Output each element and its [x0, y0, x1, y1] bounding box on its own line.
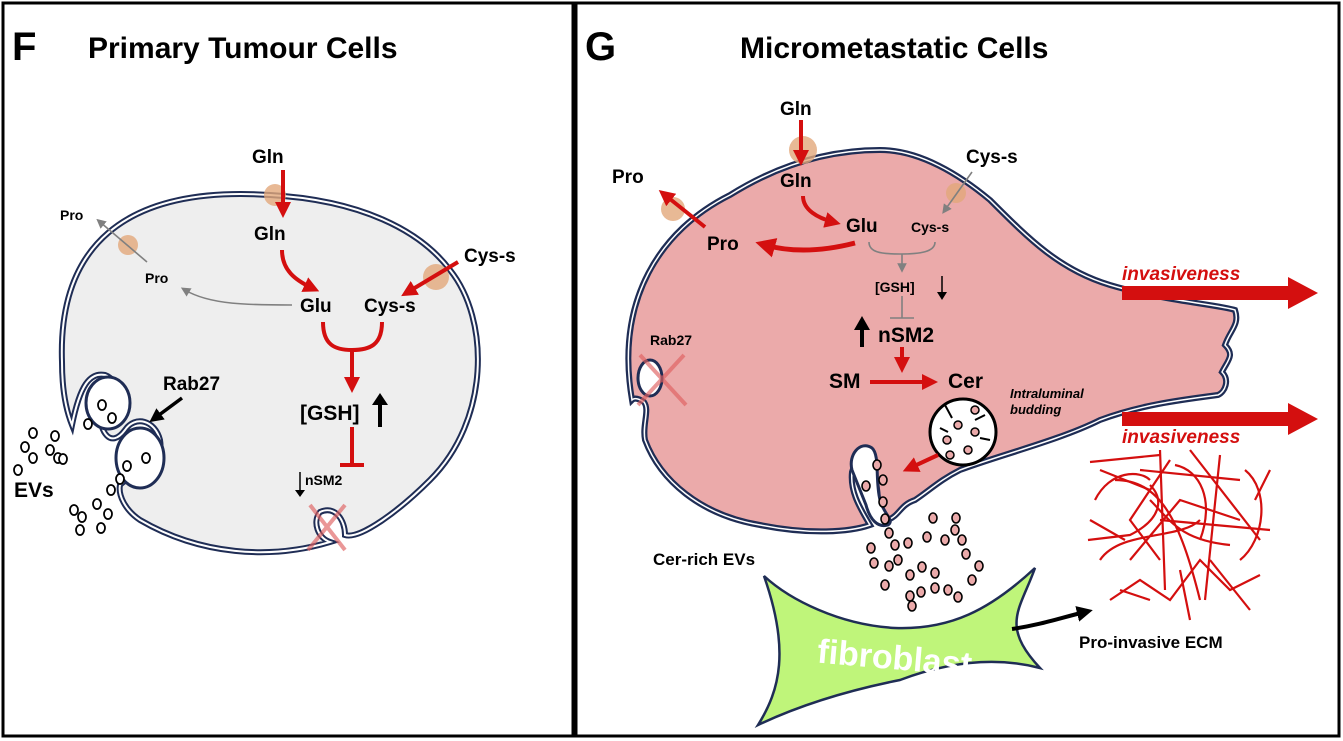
- panel-g: G Micrometastatic Cells Gln Gln Glu Cys-…: [585, 25, 1318, 728]
- f-glu-to-pro-arrow: [180, 287, 293, 306]
- g-mvb-to-pocket-arrow: [902, 453, 939, 472]
- f-rab27-arrow: [149, 396, 184, 423]
- f-pro-out: Pro: [60, 207, 83, 223]
- g-cys-out: Cys-s: [966, 147, 1018, 168]
- invasiveness-arrow-top: [1122, 277, 1318, 309]
- g-nsm2: nSM2: [878, 324, 934, 347]
- panel-f: F Primary Tumour Cells Gln Gln Glu Cys-s…: [12, 25, 516, 556]
- g-sm: SM: [829, 370, 861, 393]
- f-gsh: [GSH]: [300, 402, 360, 425]
- panel-g-letter: G: [585, 25, 616, 69]
- g-intraluminal: Intraluminal: [1010, 386, 1084, 401]
- g-cer-rich-evs: Cer-rich EVs: [653, 550, 755, 569]
- f-gln-to-glu-arrow: [280, 249, 320, 292]
- f-pro-in: Pro: [145, 270, 168, 286]
- f-gsh-up-arrow-icon: [372, 393, 388, 427]
- panel-f-title: Primary Tumour Cells: [88, 32, 398, 65]
- f-ev-particles: [13, 399, 151, 536]
- g-rab27-blocked-icon: [636, 353, 688, 407]
- g-ecm: Pro-invasive ECM: [1079, 633, 1223, 652]
- multivesicular-body-icon: [928, 397, 998, 467]
- g-glu: Glu: [846, 216, 878, 237]
- f-gln-in: Gln: [254, 224, 286, 245]
- f-evs: EVs: [14, 479, 54, 502]
- g-cer: Cer: [948, 370, 983, 393]
- fibroblast-cell: [754, 567, 1044, 728]
- g-budding: budding: [1010, 402, 1061, 417]
- g-cys-in: Cys-s: [911, 219, 949, 235]
- f-glu: Glu: [300, 296, 332, 317]
- f-cys-import-arrow: [401, 260, 460, 297]
- ev-pocket-1: [84, 375, 132, 431]
- g-glu-to-pro-arrow: [755, 238, 856, 258]
- ev-pocket-2: [114, 426, 166, 490]
- g-gln-out: Gln: [780, 99, 812, 120]
- g-gln-to-glu-arrow: [801, 195, 841, 228]
- g-fibroblast-to-ecm-arrow: [1011, 606, 1093, 631]
- g-gsh: [GSH]: [875, 279, 915, 295]
- f-cys-in: Cys-s: [364, 296, 416, 317]
- f-cys-out: Cys-s: [464, 246, 516, 267]
- g-invasiveness-top: invasiveness: [1122, 264, 1240, 285]
- f-pro-export-arrow: [96, 218, 148, 263]
- g-nsm2-up-arrow-icon: [854, 316, 870, 347]
- g-pro-export-arrow: [658, 190, 707, 229]
- g-invasiveness-bottom: invasiveness: [1122, 427, 1240, 448]
- g-rab27: Rab27: [650, 332, 692, 348]
- g-pro-out: Pro: [612, 167, 644, 188]
- g-cer-rich-ev-particles: [861, 459, 984, 612]
- f-gln-out: Gln: [252, 147, 284, 168]
- invasiveness-arrow-bottom: [1122, 403, 1318, 435]
- g-pro-in: Pro: [707, 234, 739, 255]
- panel-g-title: Micrometastatic Cells: [740, 32, 1048, 65]
- gln-transporter-icon: [264, 184, 286, 206]
- f-rab27: Rab27: [163, 374, 220, 395]
- panel-f-letter: F: [12, 25, 36, 69]
- f-budding-blocked-icon: [306, 503, 347, 552]
- g-gln-in: Gln: [780, 171, 812, 192]
- f-nsm2: nSM2: [305, 472, 343, 488]
- pro-invasive-ecm-fibres: [1087, 449, 1271, 621]
- g-convergence-bracket: [868, 241, 936, 255]
- g-cys-import-arrow: [942, 171, 973, 214]
